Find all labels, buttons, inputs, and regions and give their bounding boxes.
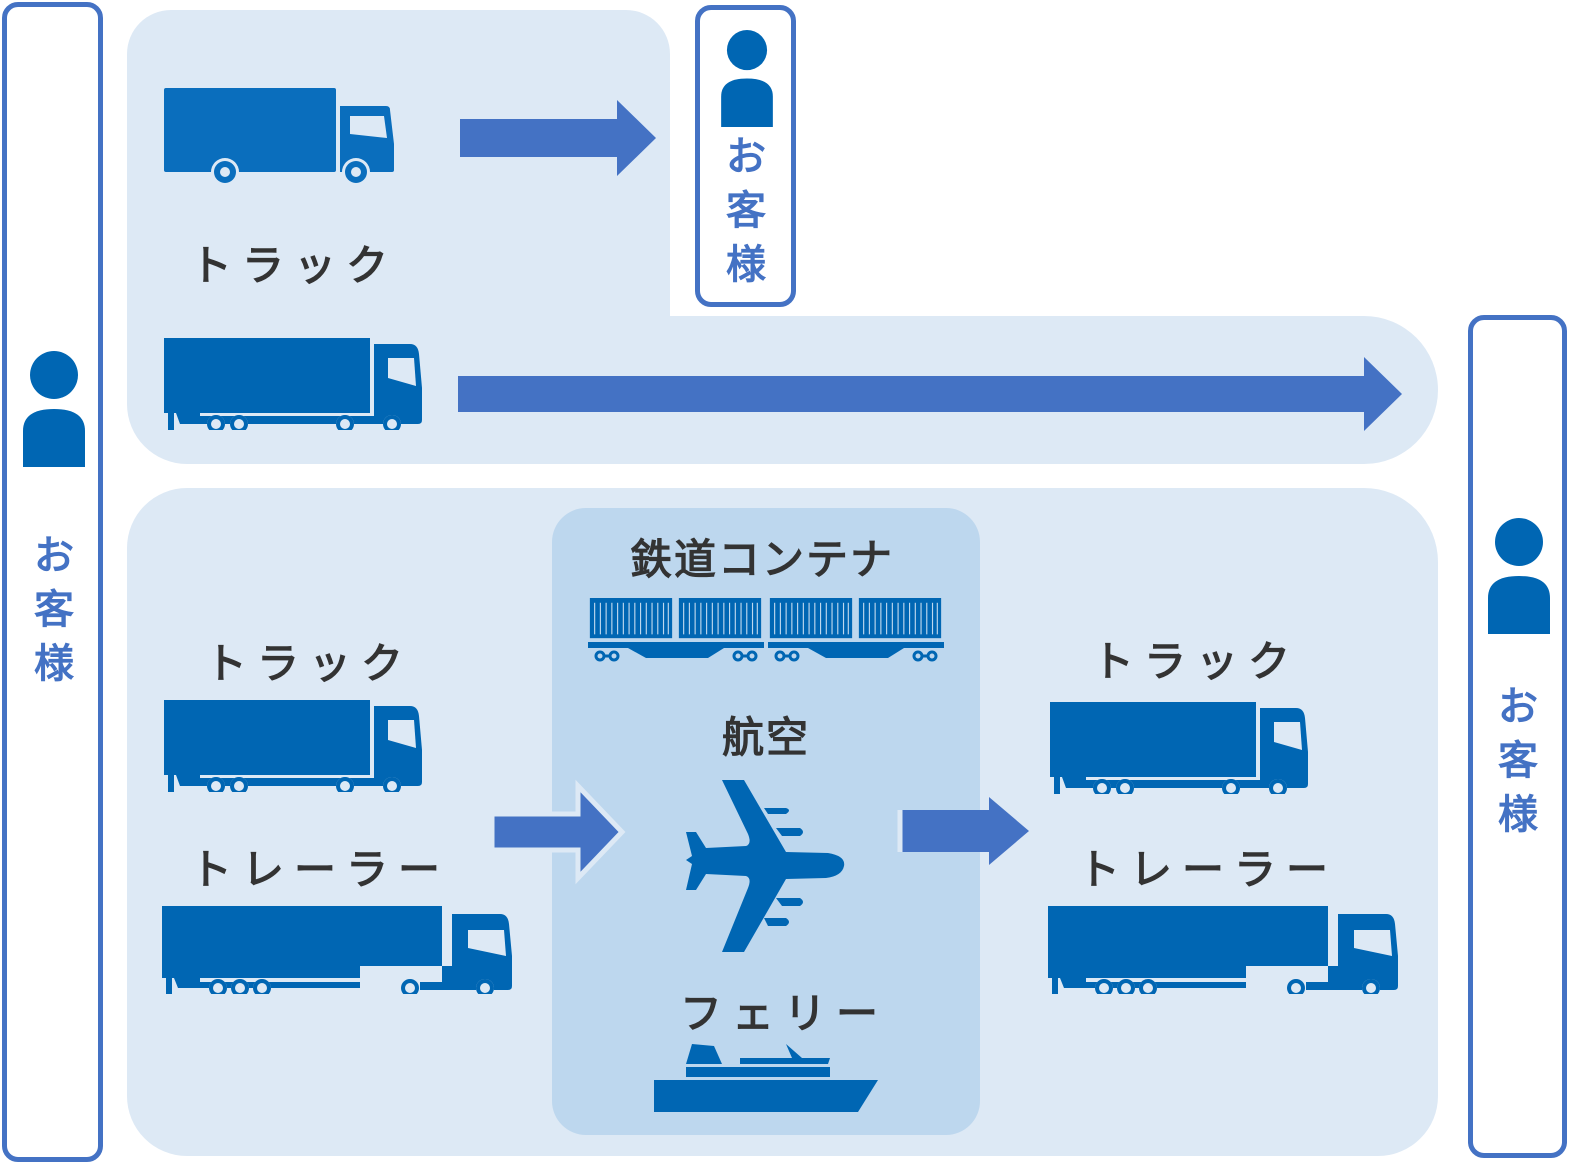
rail-container-icon xyxy=(588,598,764,666)
char: 客 xyxy=(34,587,74,633)
customer-label: お 客 様 xyxy=(1488,680,1548,842)
customer-label: お 客 様 xyxy=(24,529,84,691)
airplane-icon xyxy=(686,780,845,952)
destination-trailer-label: トレーラー xyxy=(1078,845,1339,894)
char: お xyxy=(34,533,74,579)
truck-label-top: トラック xyxy=(190,241,399,290)
customer-label: お 客 様 xyxy=(716,130,776,292)
arrow-right-icon xyxy=(897,797,1029,865)
person-icon xyxy=(721,30,773,127)
person-icon xyxy=(1488,518,1550,634)
char: 客 xyxy=(1498,738,1538,784)
arrow-right-icon xyxy=(489,779,626,885)
box-truck-icon xyxy=(164,88,396,184)
destination-truck-label: トラック xyxy=(1092,637,1301,686)
char: お xyxy=(726,134,766,180)
rail-label: 鉄道コンテナ xyxy=(630,535,895,584)
trailer-truck-icon xyxy=(160,906,516,994)
arrow-right-icon xyxy=(458,357,1402,431)
customer-right: お 客 様 xyxy=(1468,315,1567,1158)
origin-trailer-label: トレーラー xyxy=(190,845,451,894)
trailer-truck-icon xyxy=(1046,906,1402,994)
ferry-label: フェリー xyxy=(680,989,889,1038)
char: 様 xyxy=(726,242,766,288)
large-truck-icon xyxy=(162,338,422,430)
char: お xyxy=(1498,684,1538,730)
person-icon xyxy=(23,351,85,467)
char: 客 xyxy=(726,188,766,234)
char: 様 xyxy=(34,641,74,687)
char: 様 xyxy=(1498,792,1538,838)
large-truck-icon xyxy=(162,700,422,792)
customer-top-middle: お 客 様 xyxy=(695,5,796,307)
rail-container-icon xyxy=(768,598,944,666)
large-truck-icon xyxy=(1048,702,1308,794)
air-label: 航空 xyxy=(722,713,811,762)
origin-truck-label: トラック xyxy=(205,639,414,688)
arrow-right-icon xyxy=(460,100,656,176)
ferry-icon xyxy=(654,1044,878,1112)
customer-left: お 客 様 xyxy=(2,2,103,1162)
